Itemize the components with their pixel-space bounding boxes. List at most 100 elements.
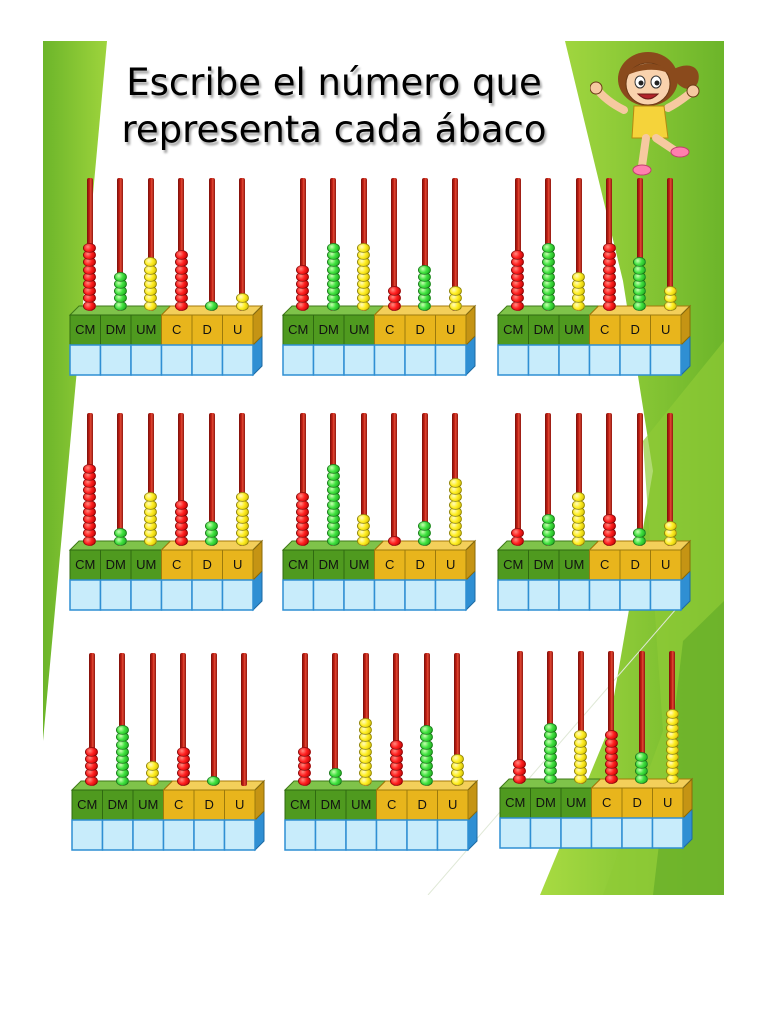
answer-box-u[interactable] <box>436 345 467 375</box>
answer-box-u[interactable] <box>653 818 684 848</box>
abacus-rod-d <box>421 413 428 546</box>
answer-box-um[interactable] <box>131 345 162 375</box>
abacus-rod-um <box>147 413 154 546</box>
answer-box-c[interactable] <box>162 580 193 610</box>
answer-box-um[interactable] <box>559 345 590 375</box>
answer-box-um[interactable] <box>346 820 377 850</box>
answer-box-dm[interactable] <box>314 345 345 375</box>
answer-box-u[interactable] <box>223 580 254 610</box>
answer-box-d[interactable] <box>622 818 653 848</box>
green-bead <box>635 751 649 762</box>
answer-box-d[interactable] <box>405 345 436 375</box>
answer-box-d[interactable] <box>192 345 223 375</box>
yellow-bead <box>144 257 158 268</box>
answer-box-u[interactable] <box>223 345 254 375</box>
red-bead <box>298 746 312 757</box>
place-label-dm: DM <box>318 322 339 337</box>
yellow-bead <box>235 492 249 503</box>
green-bead <box>543 723 557 734</box>
answer-box-u[interactable] <box>225 820 256 850</box>
answer-box-dm[interactable] <box>529 580 560 610</box>
answer-box-d[interactable] <box>407 820 438 850</box>
answer-box-um[interactable] <box>559 580 590 610</box>
abacus-rod-um <box>149 653 156 786</box>
answer-box-cm[interactable] <box>283 580 314 610</box>
answer-box-dm[interactable] <box>314 580 345 610</box>
place-label-cm: CM <box>503 322 524 337</box>
place-label-d: D <box>417 797 427 812</box>
answer-box-c[interactable] <box>590 580 621 610</box>
yellow-bead <box>448 477 462 488</box>
answer-box-u[interactable] <box>438 820 469 850</box>
answer-box-dm[interactable] <box>529 345 560 375</box>
answer-box-dm[interactable] <box>101 345 132 375</box>
answer-box-c[interactable] <box>375 345 406 375</box>
answer-box-cm[interactable] <box>498 345 529 375</box>
answer-box-d[interactable] <box>620 580 651 610</box>
answer-box-dm[interactable] <box>531 818 562 848</box>
answer-box-cm[interactable] <box>498 580 529 610</box>
abacus-rod-u <box>241 653 248 786</box>
yellow-bead <box>357 513 371 524</box>
answer-box-um[interactable] <box>133 820 164 850</box>
place-label-c: C <box>602 795 612 810</box>
answer-box-u[interactable] <box>651 580 682 610</box>
answer-box-d[interactable] <box>192 580 223 610</box>
answer-box-um[interactable] <box>344 345 375 375</box>
answer-box-c[interactable] <box>162 345 193 375</box>
answer-box-um[interactable] <box>131 580 162 610</box>
red-bead <box>83 463 97 474</box>
yellow-bead <box>572 492 586 503</box>
place-label-cm: CM <box>75 557 96 572</box>
answer-box-cm[interactable] <box>500 818 531 848</box>
yellow-bead <box>574 730 588 741</box>
answer-box-d[interactable] <box>620 345 651 375</box>
answer-box-cm[interactable] <box>70 345 101 375</box>
answer-box-c[interactable] <box>377 820 408 850</box>
answer-box-c[interactable] <box>375 580 406 610</box>
abacus-rod-dm <box>117 178 124 311</box>
red-bead <box>176 746 190 757</box>
abacus-rod-d <box>636 413 643 546</box>
abacus-base <box>498 777 694 850</box>
green-bead <box>207 775 221 786</box>
abacus-rod-u <box>239 413 246 546</box>
page-title: Escribe el número que representa cada áb… <box>99 59 569 153</box>
answer-box-c[interactable] <box>590 345 621 375</box>
abacus-rod-cm <box>88 653 95 786</box>
answer-box-c[interactable] <box>164 820 195 850</box>
answer-box-dm[interactable] <box>316 820 347 850</box>
answer-box-d[interactable] <box>405 580 436 610</box>
answer-box-um[interactable] <box>344 580 375 610</box>
abacus-rod-u <box>452 178 459 311</box>
place-label-cm: CM <box>75 322 96 337</box>
yellow-bead <box>359 717 373 728</box>
answer-box-cm[interactable] <box>285 820 316 850</box>
answer-box-u[interactable] <box>436 580 467 610</box>
answer-box-d[interactable] <box>194 820 225 850</box>
red-bead <box>511 528 525 539</box>
abacus-rod-dm <box>117 413 124 546</box>
place-label-um: UM <box>136 557 157 572</box>
yellow-bead <box>144 492 158 503</box>
red-bead <box>174 499 188 510</box>
answer-box-c[interactable] <box>592 818 623 848</box>
yellow-bead <box>146 761 160 772</box>
answer-box-dm[interactable] <box>101 580 132 610</box>
answer-box-um[interactable] <box>561 818 592 848</box>
answer-box-cm[interactable] <box>72 820 103 850</box>
abacus-rod-c <box>608 651 615 784</box>
place-label-d: D <box>630 322 640 337</box>
answer-box-cm[interactable] <box>283 345 314 375</box>
answer-box-u[interactable] <box>651 345 682 375</box>
red-bead <box>513 759 527 770</box>
red-bead <box>83 242 97 253</box>
answer-box-dm[interactable] <box>103 820 134 850</box>
abacus-base <box>281 539 477 612</box>
abacus-rod-d <box>208 413 215 546</box>
abacus-rod-um <box>575 178 582 311</box>
answer-box-cm[interactable] <box>70 580 101 610</box>
place-label-d: D <box>630 557 640 572</box>
